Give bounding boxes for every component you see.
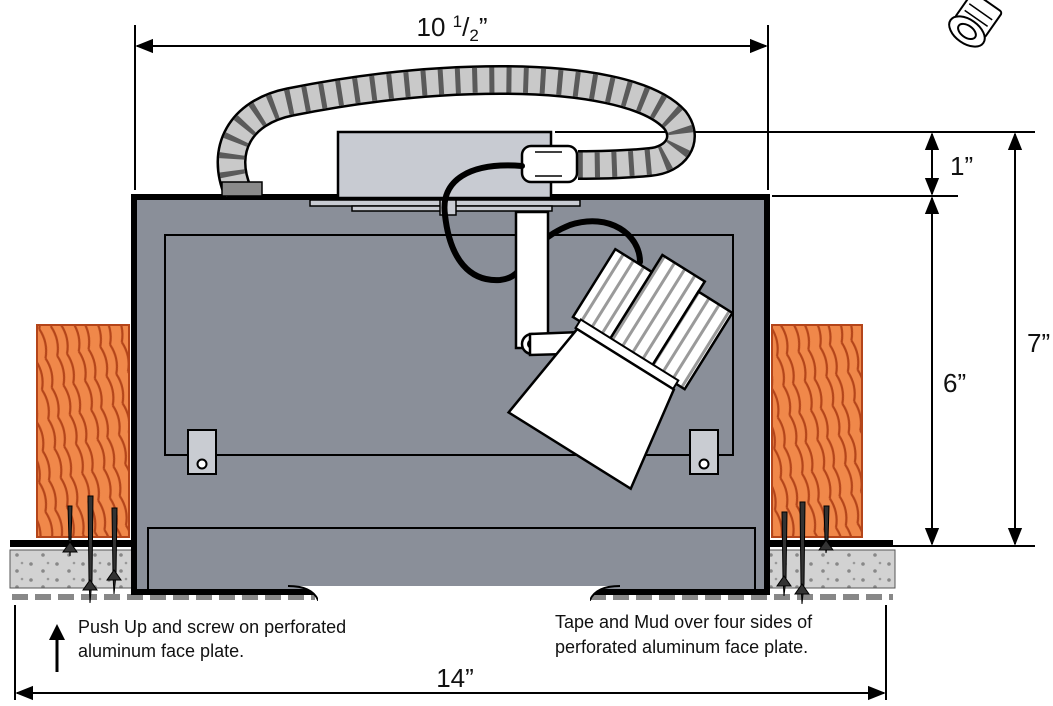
bottom-width-label: 14” [436,663,474,693]
power-cord [441,162,643,284]
top-width-inch: ” [479,12,488,42]
right-note-line2: perforated aluminum face plate. [555,637,808,657]
mounting-tab-right [689,429,719,475]
up-arrow-icon [49,624,65,672]
top-width-whole: 10 [417,12,453,42]
top-width-dimension: 10 1/2” [134,12,769,190]
mounting-tab-left [187,429,217,475]
top-width-denominator: 2 [469,26,478,45]
fixture-housing [131,194,770,601]
spotlight-lamp-icon [948,0,1003,48]
svg-text:10 1/2”: 10 1/2” [417,12,488,45]
right-note-line1: Tape and Mud over four sides of [555,612,813,632]
junction-box [309,130,581,216]
height-dimensions: 1” 6” 7” [555,131,1050,547]
screws-left [62,495,122,604]
top-width-numerator: 1 [453,12,462,31]
wood-joist-left [36,324,130,538]
bottom-width-dimension: 14” [14,605,887,701]
height-total-label: 7” [1027,328,1050,358]
screws-right [776,501,834,605]
left-note-line2: aluminum face plate. [78,641,244,661]
flex-conduit [216,64,696,198]
height-small-label: 1” [950,151,973,181]
wood-joist-right [771,324,863,538]
height-mid-label: 6” [943,368,966,398]
left-note-line1: Push Up and screw on perforated [78,617,346,637]
lamp-head [506,247,735,491]
